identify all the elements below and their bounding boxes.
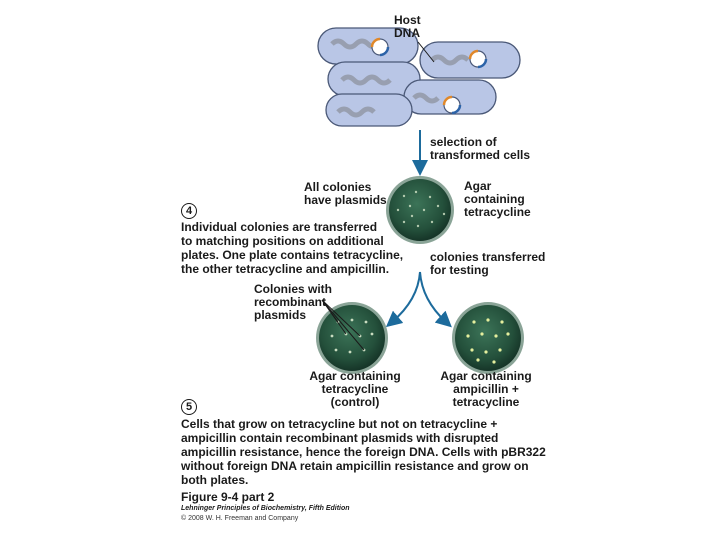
host-dna-label: Host DNA xyxy=(394,13,421,40)
step-4-text: Individual colonies are transferred to m… xyxy=(181,220,404,276)
bacterial-cell xyxy=(403,79,497,115)
figure-title: Figure 9-4 part 2 xyxy=(181,490,275,504)
host-dna-pointer xyxy=(417,41,435,63)
copyright-credit: © 2008 W. H. Freeman and Company xyxy=(181,515,299,522)
agar-plate-tetracycline xyxy=(386,176,454,244)
selection-label: selection of transformed cells xyxy=(430,135,531,162)
bacterial-cell xyxy=(327,61,421,97)
transfer-arrow-left xyxy=(385,271,421,328)
agar-amp-tetra-label: Agar containing ampicillin + tetracyclin… xyxy=(440,369,532,409)
bacterial-cells xyxy=(317,27,521,127)
step-5-text: Cells that grow on tetracycline but not … xyxy=(181,417,546,487)
agar-plate-tetracycline-control xyxy=(316,299,388,374)
step-4-badge: 4 xyxy=(181,203,197,219)
bacterial-cell xyxy=(317,27,419,65)
bacterial-cell xyxy=(325,93,413,127)
agar-tetracycline-label: Agar containing tetracycline xyxy=(464,179,531,219)
agar-plate-ampicillin-tetracycline xyxy=(452,302,524,374)
step-5-badge: 5 xyxy=(181,399,197,415)
bacterial-cell xyxy=(419,41,521,79)
recombinant-label: Colonies with recombinant plasmids xyxy=(254,282,332,322)
all-colonies-label: All colonies have plasmids xyxy=(304,180,387,207)
transfer-arrow-right xyxy=(419,271,452,328)
colonies-transferred-label: colonies transferred for testing xyxy=(430,250,546,277)
agar-tetracycline-control-label: Agar containing tetracycline (control) xyxy=(309,369,401,409)
book-credit: Lehninger Principles of Biochemistry, Fi… xyxy=(181,505,350,512)
